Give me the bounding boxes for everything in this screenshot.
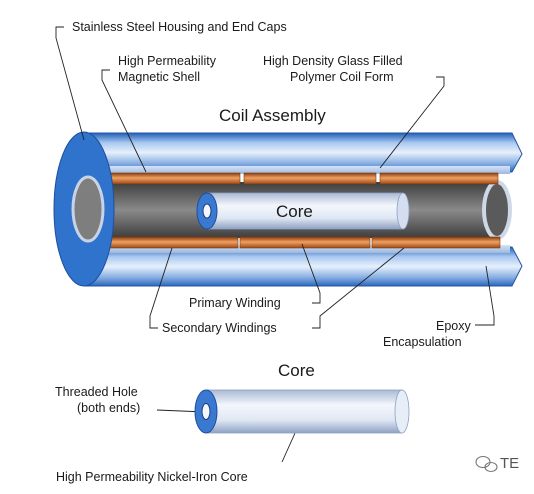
label-primary: Primary Winding	[189, 296, 281, 310]
leader-shell	[101, 69, 147, 173]
watermark: TE	[475, 455, 519, 473]
label-shell-line2: Magnetic Shell	[118, 70, 200, 84]
leader-primary	[301, 243, 321, 304]
labels: Stainless Steel Housing and End Caps Hig…	[55, 20, 471, 484]
bore-end	[482, 180, 512, 240]
bottom-windings	[107, 236, 501, 249]
winding-bottom-3	[371, 236, 501, 249]
label-epoxy-line2: Encapsulation	[383, 335, 462, 349]
standalone-core	[194, 389, 410, 434]
winding-top-2	[243, 172, 377, 185]
leader-housing	[55, 26, 85, 141]
assembly-title: Coil Assembly	[219, 106, 326, 125]
winding-bottom-1	[107, 236, 239, 249]
label-housing: Stainless Steel Housing and End Caps	[72, 20, 287, 34]
leader-secondary-2	[312, 247, 405, 329]
label-shell-line1: High Permeability	[118, 54, 217, 68]
top-windings	[107, 172, 499, 185]
label-threaded-line2: (both ends)	[77, 401, 140, 415]
core-rod-end-right	[396, 192, 410, 230]
watermark-text: TE	[500, 455, 519, 472]
end-cap-inner	[71, 175, 105, 243]
label-core-center: Core	[276, 202, 313, 221]
coil-assembly-cutaway	[53, 131, 523, 287]
label-secondary: Secondary Windings	[162, 321, 277, 335]
leader-form	[379, 76, 445, 169]
core-rod	[206, 192, 404, 230]
label-core-material: High Permeability Nickel-Iron Core	[56, 470, 248, 484]
label-form-line1: High Density Glass Filled	[263, 54, 403, 68]
winding-top-1	[107, 172, 241, 185]
standalone-threaded-hole	[201, 403, 211, 420]
standalone-core-end-right	[394, 389, 410, 434]
core-threaded-hole	[202, 203, 212, 219]
winding-top-3	[379, 172, 499, 185]
leader-epoxy	[475, 265, 495, 326]
winding-bottom-2	[239, 236, 371, 249]
core-heading: Core	[278, 361, 315, 380]
coil-form-bottom	[92, 245, 510, 253]
label-epoxy-line1: Epoxy	[436, 319, 471, 333]
label-threaded-line1: Threaded Hole	[55, 385, 138, 399]
standalone-core-body	[205, 389, 403, 434]
label-form-line2: Polymer Coil Form	[290, 70, 394, 84]
leader-secondary-1	[149, 247, 173, 329]
coil-form-top	[92, 166, 510, 174]
leader-lines	[55, 26, 495, 463]
wechat-icon	[475, 455, 498, 473]
